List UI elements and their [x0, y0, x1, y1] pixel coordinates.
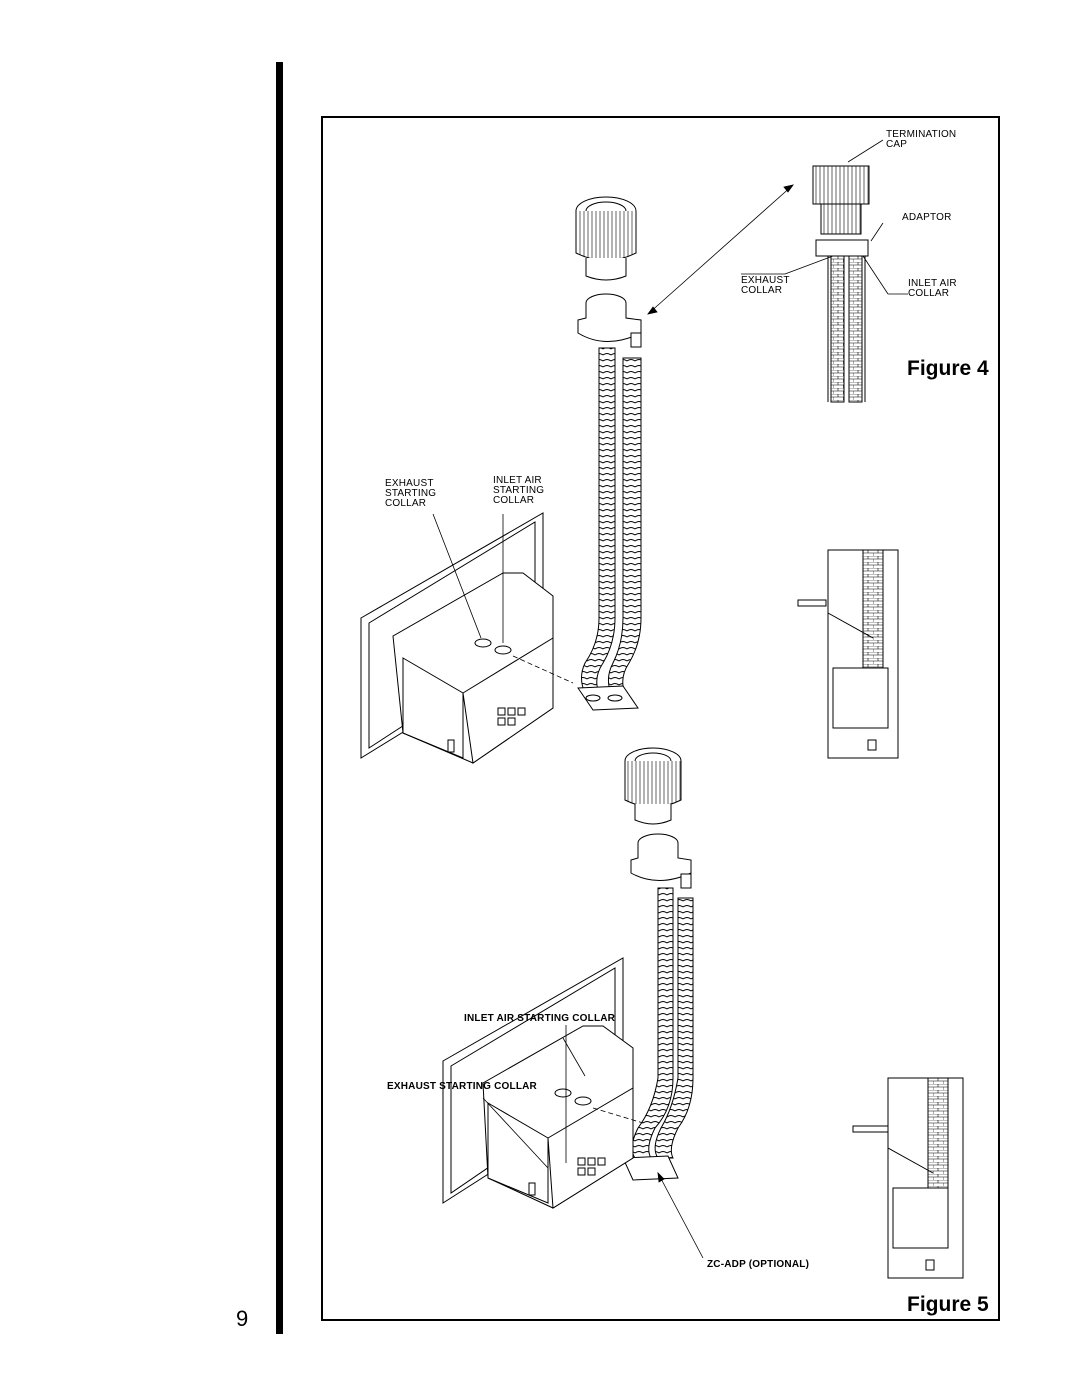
label-adaptor: ADAPTOR [902, 212, 952, 223]
page-number: 9 [236, 1306, 249, 1331]
flex-pipes-lower [622, 887, 694, 1181]
label-exhaust-collar: EXHAUST COLLAR [741, 275, 790, 296]
label-inlet-air-starting-collar-5: INLET AIR STARTING COLLAR [464, 1013, 616, 1024]
wall-section-lower [852, 1077, 964, 1279]
installation-diagram [360, 139, 964, 1279]
termination-cap-shape [812, 165, 870, 205]
termination-detail [812, 165, 870, 403]
fireplace-upper [360, 512, 639, 764]
label-termination-cap: TERMINATION CAP [886, 129, 957, 150]
cap-upper [575, 196, 642, 348]
figure-4-caption: Figure 4 [907, 357, 989, 380]
margin-rule [276, 62, 283, 1334]
label-inlet-air-starting-collar: INLET AIR STARTING COLLAR [493, 475, 545, 506]
figure-frame: TERMINATION CAP ADAPTOR EXHAUST COLLAR I… [321, 116, 1000, 1321]
label-inlet-air-collar: INLET AIR COLLAR [908, 278, 957, 299]
label-zc-adp: ZC-ADP (OPTIONAL) [707, 1259, 810, 1270]
label-exhaust-starting-collar: EXHAUST STARTING COLLAR [385, 478, 437, 509]
wall-section-upper [797, 549, 899, 759]
figure-5-caption: Figure 5 [907, 1293, 989, 1316]
label-exhaust-starting-collar-5: EXHAUST STARTING COLLAR [387, 1081, 537, 1092]
flex-pipes-upper [581, 347, 642, 694]
cap-lower [624, 747, 692, 889]
fireplace-lower [442, 957, 634, 1209]
